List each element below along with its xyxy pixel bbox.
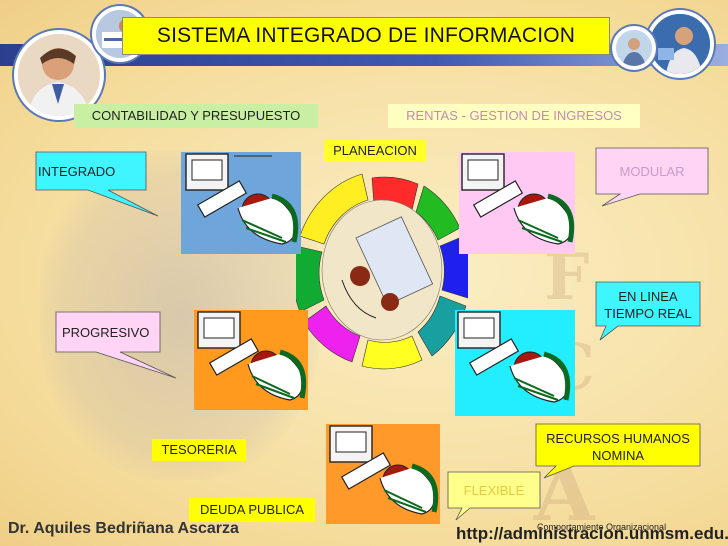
callout-flexible-shape — [447, 471, 541, 521]
slide-title: SISTEMA INTEGRADO DE INFORMACION — [122, 17, 610, 55]
label-en-linea: EN LINEA TIEMPO REAL — [596, 288, 700, 322]
footer-url: http://administracion.unmsm.edu.pe — [456, 524, 728, 543]
label-rrhh-line1: RECURSOS HUMANOS — [546, 431, 690, 446]
label-contabilidad: CONTABILIDAD Y PRESUPUESTO — [74, 104, 318, 128]
label-en-linea-line1: EN LINEA — [618, 289, 678, 304]
label-progresivo: PROGRESIVO — [62, 324, 150, 340]
worker-at-desk-icon — [197, 311, 307, 401]
footer-author: Dr. Aquiles Bedriñana Ascarza — [8, 520, 239, 537]
worker-at-desk-icon — [329, 425, 439, 515]
worker-at-desk-icon — [185, 153, 299, 245]
worker-at-desk-icon — [457, 311, 571, 403]
label-deuda-publica: DEUDA PUBLICA — [189, 498, 315, 522]
worker-at-desk-icon — [461, 153, 575, 245]
callout-integrado-shape — [35, 151, 159, 217]
footer-course: Comportamiento Organizacional — [537, 522, 667, 532]
label-modular: MODULAR — [619, 164, 685, 179]
label-rentas: RENTAS - GESTION DE INGRESOS — [388, 104, 640, 128]
label-tesoreria: TESORERIA — [152, 439, 246, 461]
callout-progresivo-shape — [55, 311, 177, 379]
callout-rrhh-shape — [535, 423, 701, 479]
label-rrhh-line2: NOMINA — [592, 448, 644, 463]
callout-modular-shape — [595, 147, 709, 207]
photo-right-large — [646, 10, 714, 78]
label-en-linea-line2: TIEMPO REAL — [604, 306, 692, 321]
planning-cycle-diagram — [296, 173, 468, 370]
photo-right-small — [612, 26, 656, 70]
label-integrado: INTEGRADO — [38, 163, 116, 179]
label-rrhh: RECURSOS HUMANOS NOMINA — [536, 430, 700, 464]
label-planeacion: PLANEACION — [324, 140, 426, 162]
callout-en-linea-shape — [595, 281, 701, 341]
label-flexible: FLEXIBLE — [463, 483, 525, 498]
